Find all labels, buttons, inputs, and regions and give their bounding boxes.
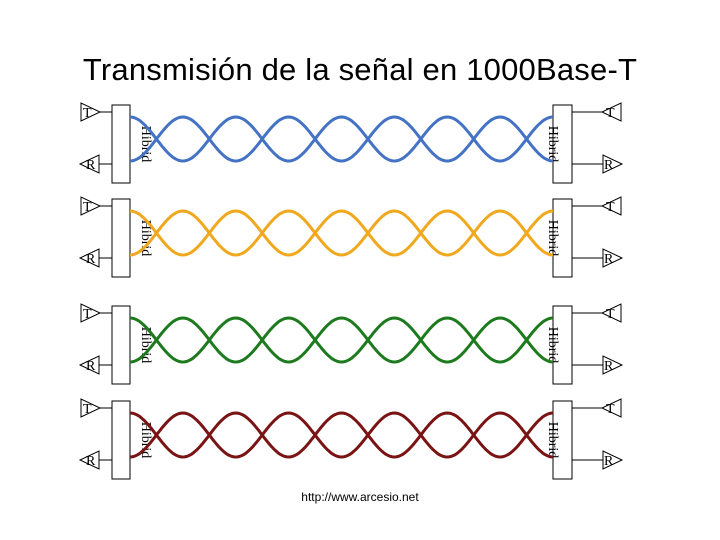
right-hybrid-label: Hibrid (545, 327, 560, 364)
source-url: http://www.arcesio.net (301, 490, 419, 504)
left-transmit-label: T (83, 402, 92, 417)
left-receive-label: R (86, 359, 96, 374)
right-transmit-label: T (606, 200, 615, 215)
left-hybrid-label: Hibrid (138, 422, 153, 459)
right-receive-label: R (604, 359, 614, 374)
left-receiver-amplifier (78, 355, 100, 375)
twisted-pair-wire-a (129, 209, 554, 257)
left-transmitter-amplifier (80, 303, 102, 323)
right-receiver-amplifier (602, 355, 624, 375)
left-receive-label: R (86, 158, 96, 173)
left-transmit-label: T (83, 200, 92, 215)
right-transmit-label: T (606, 106, 615, 121)
channel-3: Hibrid Hibrid T R T R (78, 303, 624, 385)
right-hybrid-label: Hibrid (545, 126, 560, 163)
right-hybrid-box (552, 104, 573, 184)
right-transmit-label: T (606, 402, 615, 417)
left-transmit-label: T (83, 307, 92, 322)
left-receive-label: R (86, 252, 96, 267)
left-transmitter-amplifier (80, 102, 102, 122)
right-transmitter-amplifier (600, 303, 622, 323)
twisted-pair-wire-b (129, 316, 554, 364)
channel-2: Hibrid Hibrid T R T R (78, 196, 624, 278)
left-hybrid-box (111, 198, 131, 278)
left-receive-label: R (86, 454, 96, 469)
right-transmitter-amplifier (600, 196, 622, 216)
right-receiver-amplifier (602, 248, 624, 268)
right-hybrid-box (552, 305, 573, 385)
channel-1: Hibrid Hibrid T R T R (78, 102, 624, 184)
channel-4: Hibrid Hibrid T R T R (78, 398, 624, 480)
right-receive-label: R (604, 454, 614, 469)
right-receive-label: R (604, 158, 614, 173)
left-hybrid-box (111, 400, 131, 480)
twisted-pair-wire-b (129, 411, 554, 459)
right-transmit-label: T (606, 307, 615, 322)
right-receiver-amplifier (602, 450, 624, 470)
page-title: Transmisión de la señal en 1000Base-T (82, 52, 638, 87)
left-receiver-amplifier (78, 248, 100, 268)
twisted-pair-wire-a (129, 115, 554, 163)
left-hybrid-box (111, 104, 131, 184)
twisted-pair-wire-b (129, 209, 554, 257)
twisted-pair-wire-b (129, 115, 554, 163)
left-transmitter-amplifier (80, 196, 102, 216)
left-receiver-amplifier (78, 450, 100, 470)
right-receiver-amplifier (602, 154, 624, 174)
left-transmit-label: T (83, 106, 92, 121)
right-receive-label: R (604, 252, 614, 267)
left-hybrid-label: Hibrid (138, 126, 153, 163)
twisted-pair-wire-a (129, 411, 554, 459)
left-hybrid-label: Hibrid (138, 327, 153, 364)
left-hybrid-box (111, 305, 131, 385)
right-transmitter-amplifier (600, 398, 622, 418)
left-receiver-amplifier (78, 154, 100, 174)
right-hybrid-box (552, 400, 573, 480)
left-hybrid-label: Hibrid (138, 220, 153, 257)
right-transmitter-amplifier (600, 102, 622, 122)
right-hybrid-label: Hibrid (545, 422, 560, 459)
left-transmitter-amplifier (80, 398, 102, 418)
twisted-pair-wire-a (129, 316, 554, 364)
right-hybrid-label: Hibrid (545, 220, 560, 257)
right-hybrid-box (552, 198, 573, 278)
